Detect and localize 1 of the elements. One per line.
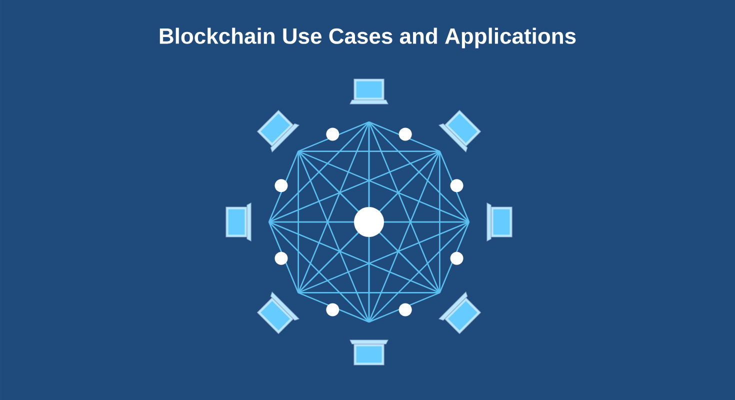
title: Blockchain Use Cases and Applications xyxy=(160,28,576,48)
